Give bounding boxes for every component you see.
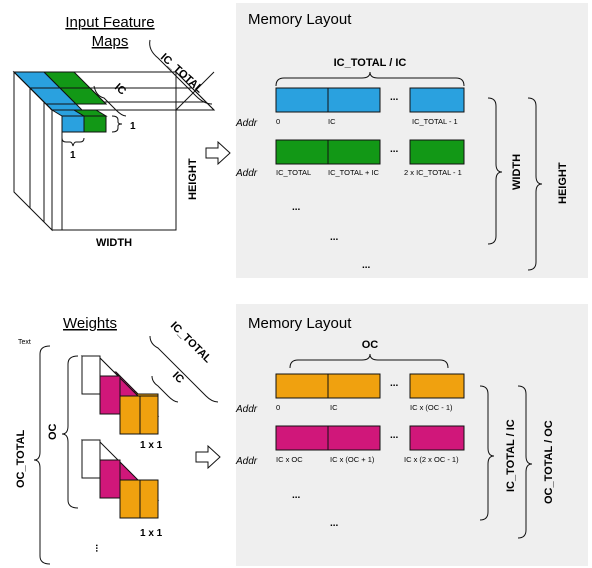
span-label-bottom: OC [362,339,379,351]
row2-a1-top: IC_TOTAL + IC [328,168,380,177]
row2-a1-bottom: IC x (OC + 1) [330,455,375,464]
ic-label-bottom: IC [170,370,186,386]
row2-addr-top: Addr [235,168,258,179]
one-by-one-a: 1 x 1 [140,440,163,451]
row2-a2-bottom: IC x (2 x OC - 1) [404,455,459,464]
oc-total-label-left: OC_TOTAL [15,429,27,488]
span-brace-top [275,71,465,87]
one-label-bottom: 1 [70,150,76,161]
row1-a1-bottom: IC [330,403,338,412]
height-label-memory: HEIGHT [557,162,569,204]
span-brace-bottom [289,353,449,369]
text-placeholder: Text [18,339,31,346]
weights-vdots: ... [93,544,104,553]
row1-a0-top: 0 [276,117,280,126]
memory-row-2-top [275,139,465,165]
ic-total-ic-label: IC_TOTAL / IC [505,419,517,492]
oc-total-oc-label: OC_TOTAL / OC [543,420,555,504]
vdots-1-bottom: ... [292,490,301,501]
memory-title-bottom: Memory Layout [248,315,352,332]
memory-title-top: Memory Layout [248,11,352,28]
height-brace-top [527,97,543,271]
row1-dots-bottom: ... [390,378,399,389]
ic-brace-bottom [151,375,179,403]
row2-a2-top: 2 x IC_TOTAL - 1 [404,168,462,177]
input-title-line2: Maps [92,33,129,50]
oc-label-left: OC [47,423,59,440]
row1-dots-top: ... [390,92,399,103]
row1-a2-top: IC_TOTAL - 1 [412,117,458,126]
row2-addr-bottom: Addr [235,456,258,467]
row2-dots-top: ... [390,144,399,155]
input-cube-frame [61,131,106,230]
input-cube [12,70,216,232]
row1-addr-bottom: Addr [235,404,258,415]
span-label-top: IC_TOTAL / IC [334,57,407,69]
row1-a1-top: IC [328,117,336,126]
vdots-2-top: ... [330,232,339,243]
ic-total-brace-bottom [149,335,219,403]
one-brace-right [111,115,123,133]
arrow-bottom [195,444,221,470]
memory-row-2-bottom [275,425,465,451]
input-title-line1: Input Feature [65,14,154,31]
ic-brace-top [93,85,127,117]
row1-a2-bottom: IC x (OC - 1) [410,403,453,412]
memory-row-1-bottom [275,373,465,399]
one-by-one-b: 1 x 1 [140,528,163,539]
memory-row-1-top [275,87,465,113]
ic-total-ic-brace [479,385,495,521]
cube-width-label: WIDTH [96,237,132,249]
row2-a0-top: IC_TOTAL [276,168,311,177]
vdots-1-top: ... [292,202,301,213]
width-label-memory: WIDTH [511,154,523,190]
one-brace-bottom [61,137,85,147]
ic-total-brace-top [149,39,213,105]
one-label-right: 1 [130,121,136,132]
oc-total-oc-brace [517,385,533,539]
vdots-3-top: ... [362,260,371,271]
row2-a0-bottom: IC x OC [276,455,303,464]
ic-total-label-bottom: IC_TOTAL [168,320,214,366]
arrow-top [205,140,231,166]
cube-height-label: HEIGHT [187,158,199,200]
row1-addr-top: Addr [235,118,258,129]
width-brace-top [487,97,503,245]
weight-stack-2 [80,439,160,519]
row2-dots-bottom: ... [390,430,399,441]
oc-brace-left [61,355,79,509]
row1-a0-bottom: 0 [276,403,280,412]
vdots-2-bottom: ... [330,518,339,529]
weight-stack-1 [80,355,160,435]
weights-title: Weights [63,315,117,332]
oc-total-brace [33,345,51,565]
